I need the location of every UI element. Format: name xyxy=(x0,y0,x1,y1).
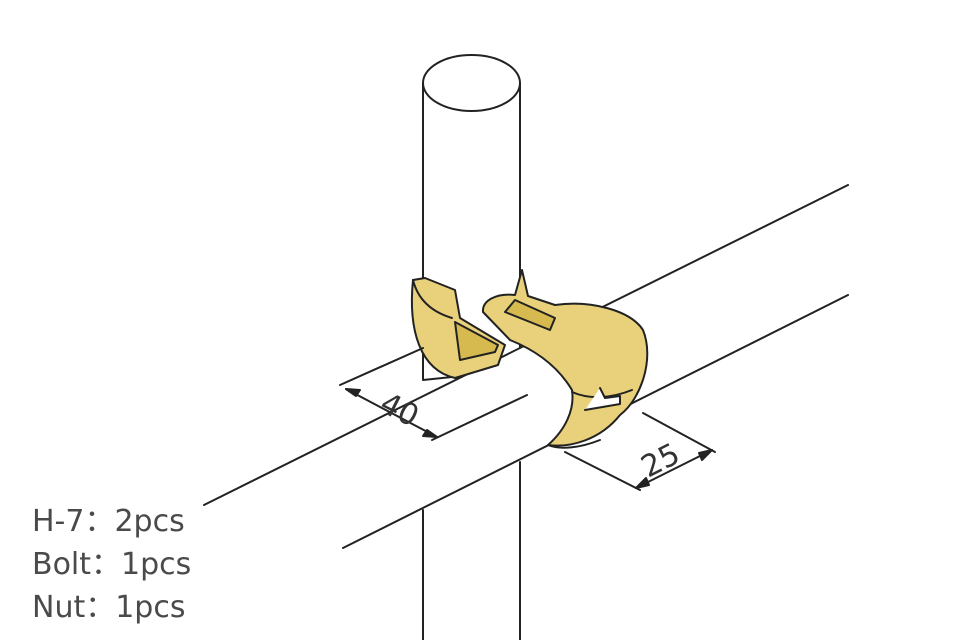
left-clamp xyxy=(410,277,506,379)
parts-list-item-h7: H-7：2pcs xyxy=(32,504,185,539)
dimension-40 xyxy=(339,347,528,441)
parts-list-item-nut: Nut：1pcs xyxy=(32,590,186,625)
dimension-25-label: 25 xyxy=(636,437,686,486)
parts-list: H-7：2pcs Bolt：1pcs Nut：1pcs xyxy=(32,500,191,629)
dimension-25 xyxy=(564,412,716,491)
horizontal-pipe xyxy=(203,184,849,549)
vertical-pipe-lower xyxy=(422,461,521,640)
right-clamp xyxy=(482,269,649,449)
parts-list-item-bolt: Bolt：1pcs xyxy=(32,547,192,582)
